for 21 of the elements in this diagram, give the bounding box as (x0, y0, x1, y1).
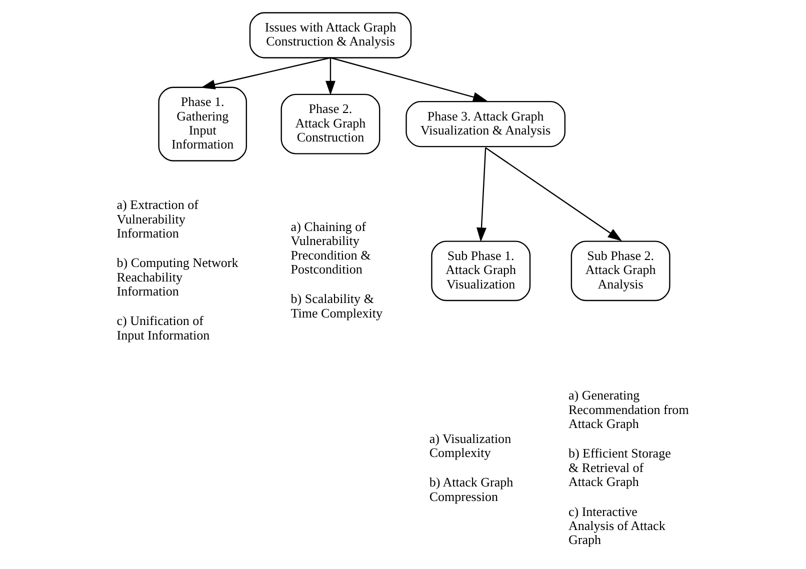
node-label: b) Attack Graph Compression (429, 474, 514, 504)
arrow (476, 148, 486, 242)
node-label: a) Generating Recommendation from Attack Graph (568, 388, 689, 432)
arrow (330, 57, 488, 102)
node-label: c) Interactive Analysis of Attack Graph (568, 504, 666, 548)
node-label: a) Chaining of Vulnerability Precondition & Postcondition (290, 218, 371, 277)
node-label: b) Efficient Storage & Retrieval of Attack Graph (568, 446, 671, 490)
arrow (326, 58, 336, 96)
node-label: a) Visualization Complexity (429, 430, 512, 460)
node-box: Sub Phase 2. Attack Graph Analysis (570, 240, 670, 302)
node-label: a) Extraction of Vulnerability Information (116, 197, 198, 240)
arrow (200, 57, 331, 90)
node-label: b) Scalability & Time Complexity (290, 291, 383, 320)
node-label: c) Unification of Input Information (116, 313, 210, 342)
node-box: Phase 3. Attack Graph Visualization & Analysis (406, 100, 566, 148)
arrow (485, 147, 622, 242)
node-box: Phase 2. Attack Graph Construction (280, 94, 380, 154)
node-box: Sub Phase 1. Attack Graph Visualization (431, 240, 531, 302)
node-box: Phase 1. Gathering Input Information (158, 86, 247, 162)
node-label: b) Computing Network Reachability Information (116, 255, 238, 299)
node-box: Issues with Attack Graph Construction & Analysis (249, 12, 412, 58)
